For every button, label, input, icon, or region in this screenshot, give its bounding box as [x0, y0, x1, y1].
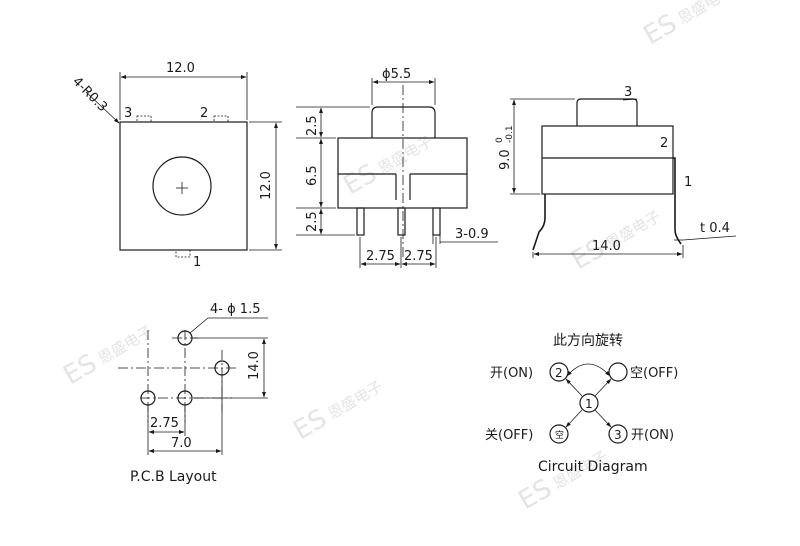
terminal-2-label: 2 [555, 366, 563, 380]
terminal-3-circle [608, 424, 628, 444]
pin-spacing-right-label: 2.75 [404, 249, 433, 264]
body-height-label: 6.5 [305, 165, 320, 186]
radius-note: 4-R0.3 [69, 74, 110, 115]
pin-note-label: 3-0.9 [455, 227, 489, 242]
terminal-1-circle [579, 393, 599, 413]
watermark-company: 恩盛电子 [375, 132, 436, 178]
circuit-diagram: 此方向旋转 2 1 3 空 开(ON) 空(OFF) 关(OFF) 开(ON) … [485, 333, 678, 475]
side-pin-right [673, 157, 682, 245]
terminal-empty-lower-circle [549, 424, 569, 444]
pin-left [356, 207, 365, 236]
pin-leader [622, 98, 638, 101]
rotation-arc [566, 363, 611, 377]
pcb-spacing-label: 2.75 [150, 416, 179, 431]
rotation-direction-label: 此方向旋转 [553, 333, 623, 349]
pin-label-2: 2 [660, 136, 668, 151]
button-outline [371, 106, 436, 138]
thickness-leader [682, 235, 737, 241]
pin-tab-1 [175, 249, 191, 258]
pcb-hole [177, 390, 193, 406]
hole-note: 4- ϕ 1.5 [210, 302, 260, 317]
height-dimension-label: 9.0 [498, 149, 513, 170]
pcb-height-label: 14.0 [247, 351, 262, 380]
pin-spacing-left-label: 2.75 [366, 249, 395, 264]
contact-arrow [565, 378, 583, 397]
pcb-hole [140, 390, 156, 406]
pcb-hole [177, 330, 193, 346]
state-open-on-right: 开(ON) [631, 428, 674, 443]
terminal-2-circle [549, 362, 569, 382]
watermark-company: 恩盛电子 [325, 377, 386, 423]
terminal-empty-label: 空 [555, 429, 564, 441]
contact-arrow [594, 378, 612, 397]
pin-tab-3 [136, 115, 152, 123]
pin-label-3: 3 [624, 85, 632, 100]
terminal-3-label: 3 [614, 428, 622, 442]
contact-arrow [594, 409, 612, 428]
state-empty-off: 空(OFF) [630, 366, 678, 381]
pin-height-label: 2.5 [305, 211, 320, 232]
button-outline [576, 98, 638, 126]
pcb-layout: 4- ϕ 1.5 14.0 2.75 7.0 P.C.B Layout [118, 302, 268, 485]
button-diameter-label: ϕ5.5 [382, 67, 411, 82]
watermark-company: 恩盛电子 [95, 322, 156, 368]
height-tolerance-lower: -0.1 [505, 125, 515, 143]
watermark-company: 恩盛电子 [675, 0, 736, 28]
front-view: ϕ5.5 2.5 6.5 2.5 2.75 2.75 3-0.9 [296, 67, 498, 268]
width-dimension-label: 12.0 [166, 61, 195, 76]
pcb-hole [214, 360, 230, 376]
state-open-on-left: 开(ON) [490, 366, 533, 381]
width-dimension-label: 14.0 [592, 239, 621, 254]
pin-label-1: 1 [193, 255, 201, 270]
switch-body-outline [119, 121, 248, 251]
pin-right [432, 207, 441, 236]
top-view: 3 2 1 12.0 12.0 4-R0.3 [69, 61, 282, 270]
pin-tab-2 [213, 115, 229, 123]
terminal-1-label: 1 [585, 397, 593, 411]
button-circle [152, 156, 212, 216]
state-close-off: 关(OFF) [485, 428, 533, 443]
pin-label-3: 3 [124, 106, 132, 121]
side-pin-left [532, 194, 546, 251]
pcb-total-label: 7.0 [171, 436, 192, 451]
side-view: 3 2 1 9.0 0 -0.1 14.0 t 0.4 [495, 85, 737, 258]
contact-arrow [565, 409, 583, 428]
pin-label-1: 1 [684, 175, 692, 190]
thickness-note: t 0.4 [700, 221, 730, 236]
terminal-empty-circle [608, 362, 628, 382]
hole-leader [189, 317, 209, 334]
height-tolerance-upper: 0 [495, 137, 505, 143]
pin-label-2: 2 [200, 106, 208, 121]
pcb-caption: P.C.B Layout [130, 469, 217, 485]
button-height-label: 2.5 [305, 115, 320, 136]
height-dimension-label: 12.0 [259, 171, 274, 200]
body-outline [541, 125, 674, 195]
pin-middle [397, 207, 406, 236]
radius-leader [85, 91, 120, 124]
circuit-caption: Circuit Diagram [538, 459, 648, 475]
